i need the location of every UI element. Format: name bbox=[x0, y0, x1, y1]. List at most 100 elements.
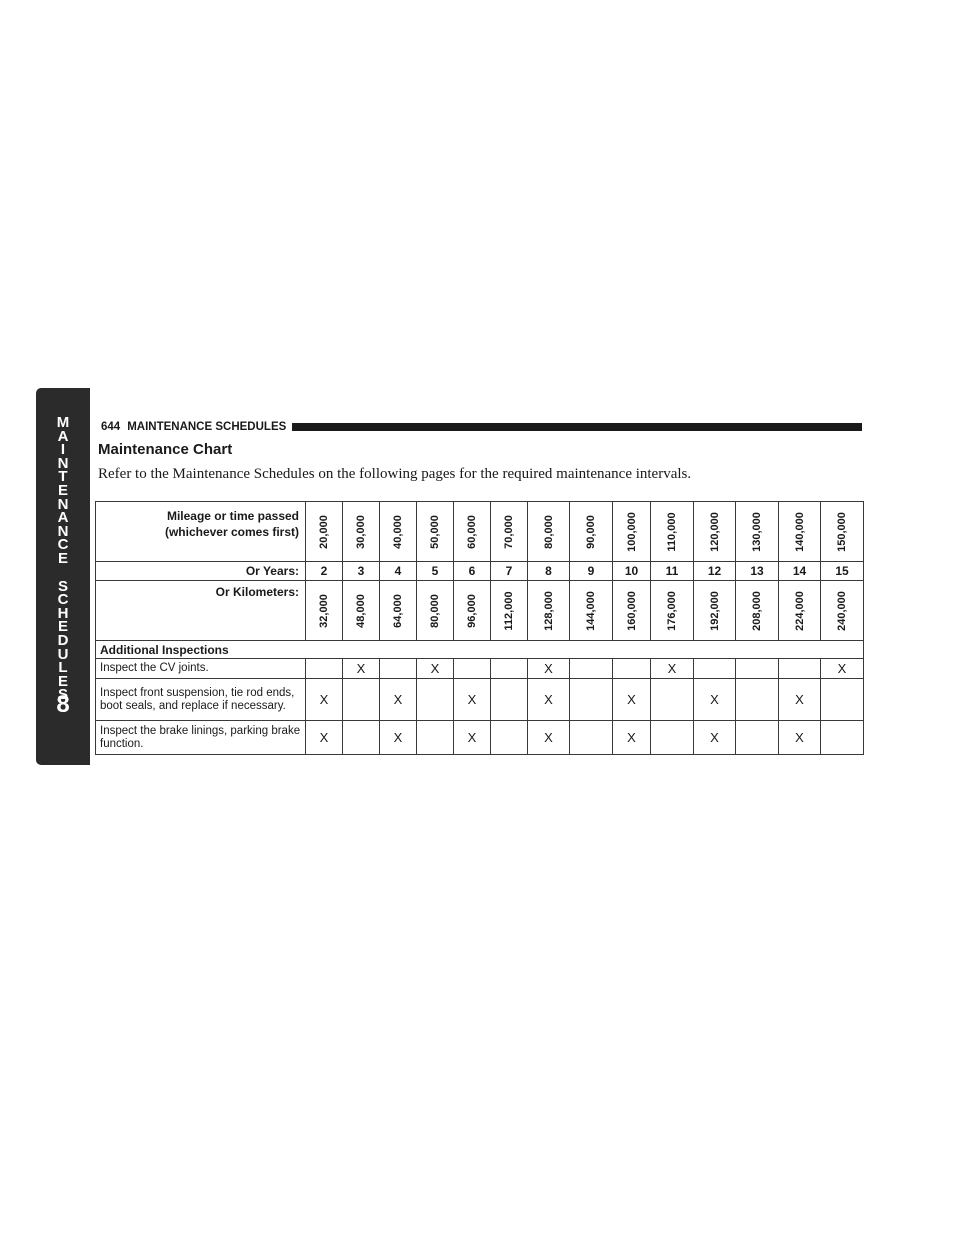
kilometer-value: 224,000 bbox=[793, 590, 806, 631]
year-value: 12 bbox=[693, 561, 736, 581]
section-title: Maintenance Chart bbox=[98, 441, 233, 458]
kilometer-cell: 224,000 bbox=[778, 580, 821, 641]
side-letter: A bbox=[57, 427, 69, 445]
interval-mark: X bbox=[305, 720, 343, 755]
interval-mark: X bbox=[379, 678, 417, 721]
interval-mark bbox=[569, 678, 613, 721]
mileage-cell: 30,000 bbox=[342, 501, 380, 562]
page-header-title: MAINTENANCE SCHEDULES bbox=[127, 421, 287, 433]
year-value: 6 bbox=[453, 561, 491, 581]
year-value: 15 bbox=[820, 561, 864, 581]
interval-mark bbox=[820, 678, 864, 721]
kilometer-cell: 64,000 bbox=[379, 580, 417, 641]
side-letter: H bbox=[57, 604, 69, 622]
section-header-additional-inspections: Additional Inspections bbox=[95, 640, 864, 659]
mileage-label-line-2: (whichever comes first) bbox=[164, 525, 299, 539]
year-value: 5 bbox=[416, 561, 454, 581]
interval-mark: X bbox=[612, 678, 651, 721]
kilometer-value: 176,000 bbox=[666, 590, 678, 631]
kilometer-cell: 160,000 bbox=[612, 580, 651, 641]
side-letter: E bbox=[57, 618, 68, 636]
interval-mark: X bbox=[778, 720, 821, 755]
side-letter: N bbox=[57, 495, 69, 513]
interval-mark: X bbox=[778, 678, 821, 721]
mileage-value: 150,000 bbox=[836, 511, 848, 552]
table-row: Inspect the brake linings, parking brake… bbox=[95, 720, 864, 755]
inspection-label: Inspect the brake linings, parking brake… bbox=[95, 720, 306, 755]
side-letter: S bbox=[57, 686, 68, 704]
mileage-value: 140,000 bbox=[793, 511, 806, 552]
kilometer-cell: 192,000 bbox=[693, 580, 736, 641]
interval-mark: X bbox=[416, 658, 454, 679]
intro-paragraph: Refer to the Maintenance Schedules on th… bbox=[98, 466, 692, 482]
mileage-value: 130,000 bbox=[751, 511, 763, 552]
kilometer-cell: 128,000 bbox=[527, 580, 570, 641]
mileage-value: 50,000 bbox=[429, 514, 441, 549]
interval-mark bbox=[416, 720, 454, 755]
interval-mark: X bbox=[342, 658, 380, 679]
kilometer-value: 208,000 bbox=[751, 590, 763, 631]
year-value: 14 bbox=[778, 561, 821, 581]
year-value: 4 bbox=[379, 561, 417, 581]
page-header: 644 MAINTENANCE SCHEDULES bbox=[101, 421, 862, 433]
kilometer-value: 48,000 bbox=[355, 593, 367, 628]
mileage-cell: 130,000 bbox=[735, 501, 779, 562]
interval-mark: X bbox=[693, 720, 736, 755]
mileage-cell: 20,000 bbox=[305, 501, 343, 562]
side-letter: N bbox=[57, 522, 69, 540]
mileage-value: 20,000 bbox=[318, 514, 330, 549]
mileage-cell: 140,000 bbox=[778, 501, 821, 562]
interval-mark bbox=[342, 720, 380, 755]
side-letter: A bbox=[57, 509, 69, 527]
side-letter: M bbox=[56, 414, 70, 431]
side-letter: C bbox=[57, 591, 69, 609]
side-letter: E bbox=[57, 481, 68, 499]
side-letter: E bbox=[57, 549, 68, 567]
mileage-value: 110,000 bbox=[666, 511, 678, 552]
interval-mark bbox=[735, 678, 779, 721]
side-letter: E bbox=[57, 672, 68, 690]
kilometer-cell: 32,000 bbox=[305, 580, 343, 641]
year-value: 7 bbox=[490, 561, 528, 581]
kilometer-value: 64,000 bbox=[392, 593, 404, 628]
interval-mark bbox=[735, 658, 779, 679]
kilometer-value: 128,000 bbox=[542, 590, 555, 631]
mileage-value: 100,000 bbox=[625, 511, 638, 552]
mileage-value: 120,000 bbox=[708, 511, 721, 552]
header-rule bbox=[292, 423, 862, 431]
mileage-value: 80,000 bbox=[542, 514, 555, 549]
kilometer-value: 240,000 bbox=[836, 590, 848, 631]
interval-mark bbox=[416, 678, 454, 721]
interval-mark bbox=[490, 720, 528, 755]
kilometer-value: 112,000 bbox=[503, 590, 515, 631]
interval-mark bbox=[650, 720, 694, 755]
page-number: 644 bbox=[101, 421, 121, 433]
side-letter: C bbox=[57, 536, 69, 554]
interval-mark: X bbox=[650, 658, 694, 679]
mileage-label: Mileage or time passed(whichever comes f… bbox=[95, 501, 306, 562]
mileage-value: 30,000 bbox=[355, 514, 367, 549]
kilometer-cell: 208,000 bbox=[735, 580, 779, 641]
kilometer-cell: 80,000 bbox=[416, 580, 454, 641]
side-letter: N bbox=[57, 454, 69, 472]
maintenance-chart-table: Mileage or time passed(whichever comes f… bbox=[95, 501, 864, 755]
interval-mark bbox=[569, 720, 613, 755]
kilometer-value: 80,000 bbox=[429, 593, 441, 628]
mileage-cell: 150,000 bbox=[820, 501, 864, 562]
side-letter: U bbox=[57, 645, 69, 663]
mileage-cell: 60,000 bbox=[453, 501, 491, 562]
interval-mark: X bbox=[527, 720, 570, 755]
side-letter: T bbox=[58, 468, 68, 486]
inspection-label: Inspect the CV joints. bbox=[95, 658, 306, 679]
mileage-cell: 80,000 bbox=[527, 501, 570, 562]
kilometer-cell: 112,000 bbox=[490, 580, 528, 641]
interval-mark: X bbox=[612, 720, 651, 755]
year-value: 9 bbox=[569, 561, 613, 581]
interval-mark: X bbox=[527, 658, 570, 679]
year-value: 8 bbox=[527, 561, 570, 581]
kilometer-value: 160,000 bbox=[625, 590, 638, 631]
chapter-number: 8 bbox=[56, 691, 70, 718]
